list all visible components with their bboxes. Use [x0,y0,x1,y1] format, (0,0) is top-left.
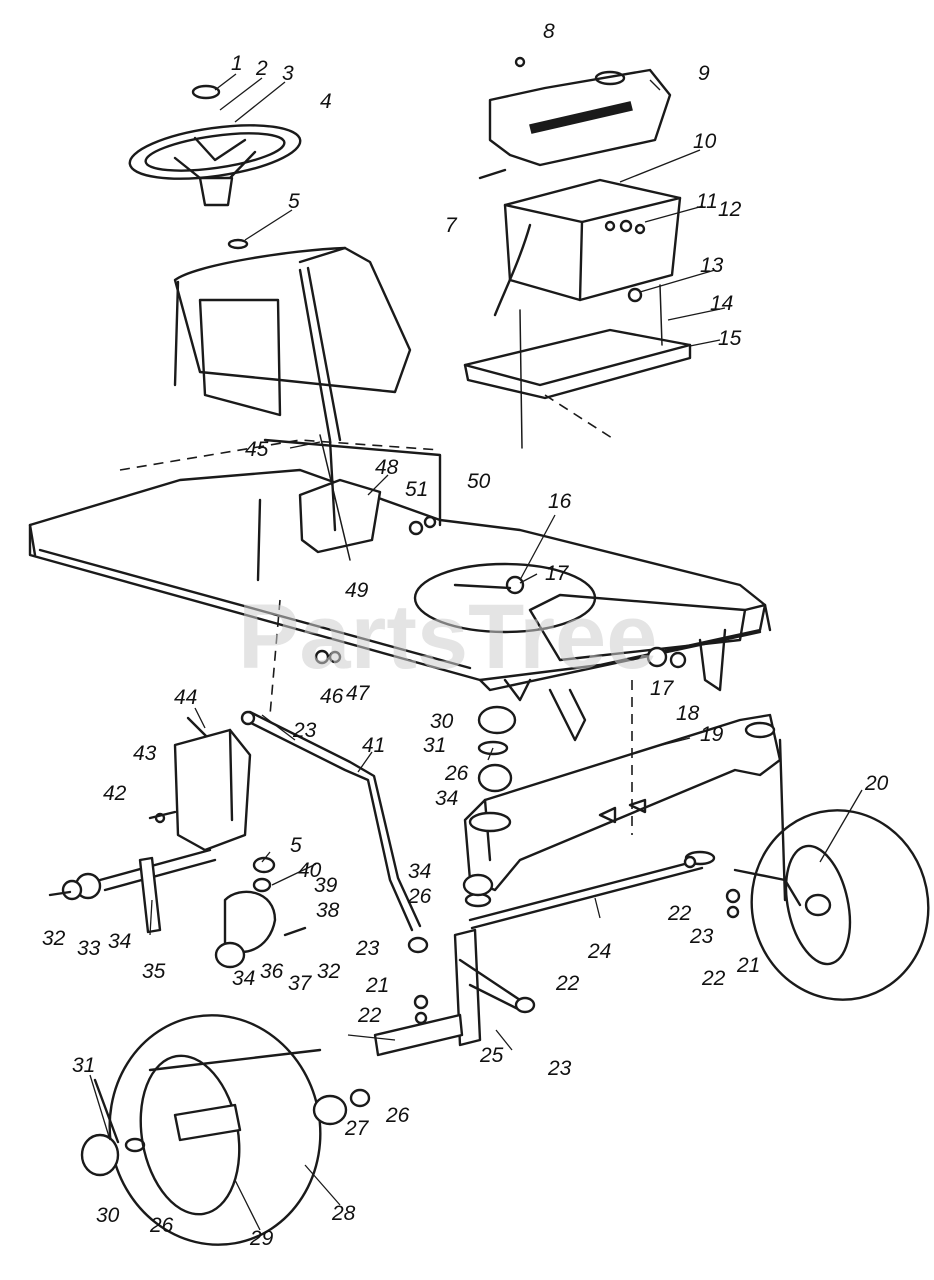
part-label-34-axle: 34 [408,860,431,883]
chassis-frame [28,438,772,742]
part-label-30-top: 30 [430,710,454,733]
part-label-40: 40 [298,859,322,882]
part-label-32-mid: 32 [317,960,341,983]
part-label-18: 18 [676,702,700,725]
part-label-39: 39 [314,874,338,897]
part-label-25: 25 [479,1044,504,1067]
part-label-51: 51 [405,478,428,501]
part-label-23-bottom: 23 [547,1057,572,1080]
part-label-33: 33 [77,937,101,960]
steering-shaft [269,266,351,716]
part-label-44: 44 [174,686,197,709]
part-label-26-bottom: 26 [149,1214,174,1237]
battery-cover [488,68,672,167]
part-label-15: 15 [718,327,742,350]
battery-tray [463,284,692,449]
part-label-34-mid: 34 [232,967,255,990]
part-label-35: 35 [142,960,166,983]
part-label-50: 50 [467,470,491,493]
part-label-34-top: 34 [435,787,458,810]
left-spindle [373,928,536,1057]
part-label-32-left: 32 [42,927,66,950]
part-label-8: 8 [543,20,555,43]
part-label-42: 42 [103,782,127,805]
part-label-45: 45 [245,438,269,461]
part-label-5-lower: 5 [290,834,302,857]
part-label-3: 3 [282,62,294,85]
part-label-31-bottom: 31 [72,1054,95,1077]
battery [493,178,682,317]
part-label-28: 28 [331,1202,356,1225]
part-label-22-spindle: 22 [555,972,580,995]
right-wheel [733,738,930,1001]
part-label-19: 19 [700,723,724,746]
tie-rod [468,850,716,930]
part-label-22-left: 22 [357,1004,382,1027]
part-label-26-wheel: 26 [385,1104,410,1127]
part-label-2: 2 [255,57,268,80]
part-label-21-left: 21 [365,974,389,997]
part-label-23-mid: 23 [355,937,380,960]
leader-lines [89,73,863,1231]
steering-wheel [128,84,302,250]
dash-console [173,246,412,417]
part-label-20: 20 [864,772,889,795]
watermark-text: PartsTree [238,586,657,688]
part-label-23-right: 23 [689,925,714,948]
part-label-38: 38 [316,899,340,922]
part-label-22-right-bottom: 22 [701,967,726,990]
steering-bracket [61,716,277,969]
part-label-47: 47 [346,682,371,705]
drag-link [240,710,422,932]
part-label-26-axle: 26 [407,885,432,908]
part-label-14: 14 [710,292,733,315]
part-label-41: 41 [362,734,385,757]
part-label-46: 46 [320,685,344,708]
part-label-34-left: 34 [108,930,131,953]
part-label-48: 48 [375,456,399,479]
part-label-36: 36 [260,960,284,983]
part-label-7: 7 [445,214,458,237]
part-label-11: 11 [696,190,718,213]
part-label-37: 37 [288,972,313,995]
part-label-12: 12 [718,198,742,221]
part-label-27: 27 [344,1117,370,1140]
part-label-24: 24 [587,940,611,963]
fasteners [48,56,741,1025]
part-label-9: 9 [698,62,710,85]
part-label-10: 10 [693,130,717,153]
part-label-29: 29 [249,1227,274,1250]
part-label-17-lower: 17 [650,677,675,700]
part-label-22-right-top: 22 [667,902,692,925]
part-label-4: 4 [320,90,332,113]
part-label-23-top: 23 [292,719,317,742]
part-labels: 1 2 3 4 5 8 9 10 7 11 12 13 14 15 45 48 … [42,20,889,1250]
part-label-30-bottom: 30 [96,1204,120,1227]
part-label-21-right: 21 [736,954,760,977]
axle-bushings [462,705,517,908]
part-label-13: 13 [700,254,724,277]
part-label-1: 1 [231,52,243,75]
part-label-43: 43 [133,742,157,765]
left-wheel [80,1014,371,1246]
part-label-26-top: 26 [444,762,469,785]
part-label-31-top: 31 [423,734,446,757]
part-label-16: 16 [548,490,572,513]
part-label-17-upper: 17 [545,562,570,585]
part-label-5: 5 [288,190,300,213]
part-label-49: 49 [345,579,369,602]
